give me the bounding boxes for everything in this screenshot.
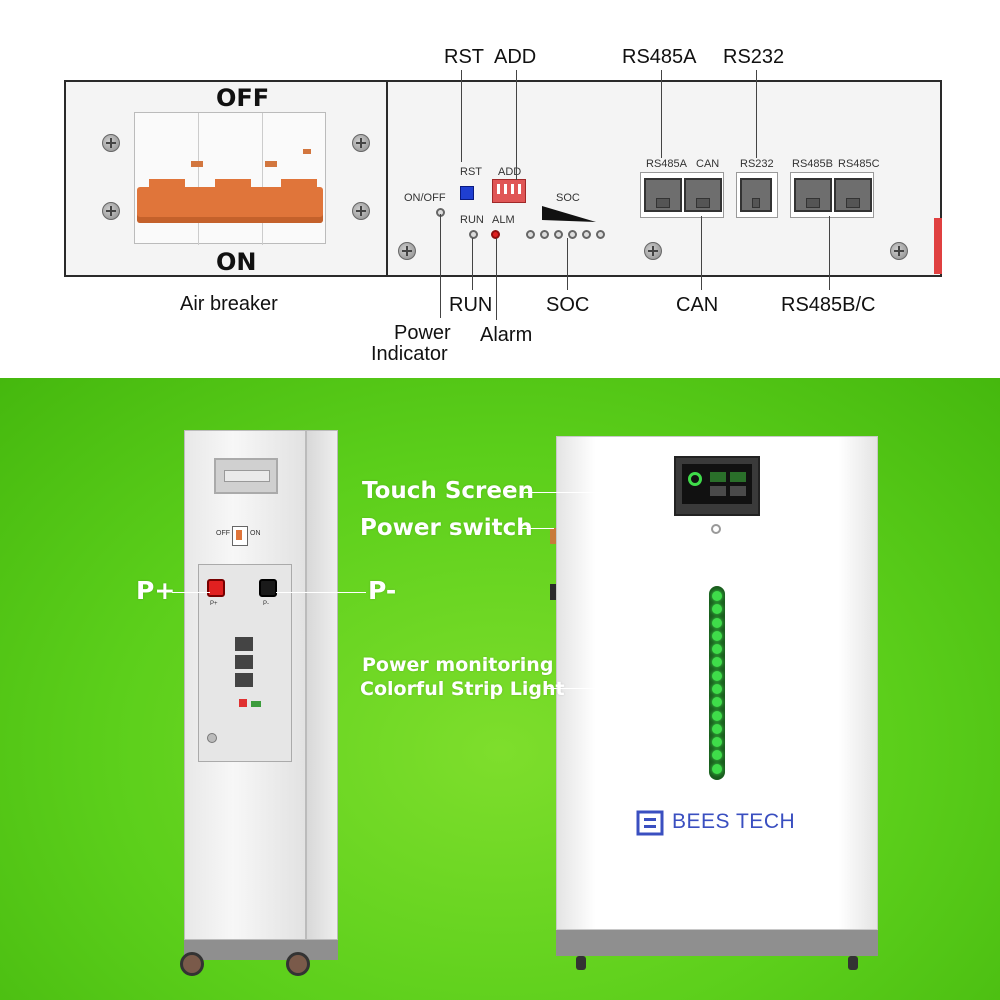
strip-led (712, 697, 722, 708)
can-port[interactable] (684, 178, 722, 212)
negative-terminal[interactable] (259, 579, 277, 597)
callout-rs485bc: RS485B/C (781, 294, 876, 316)
strip-led (712, 763, 722, 774)
terminal-panel: P+ P- (198, 564, 292, 762)
soc-led (540, 230, 549, 239)
add-label: ADD (498, 166, 522, 178)
screw-icon (644, 242, 662, 260)
callout-monitoring-1: Power monitoring (362, 654, 554, 676)
control-panel: ON/OFF RST ADD RUN ALM SOC RS485A CAN RS… (386, 80, 942, 277)
soc-led (554, 230, 563, 239)
side-power-switch[interactable] (232, 526, 248, 546)
callout-touch-screen: Touch Screen (362, 478, 534, 504)
on-off-label: ON/OFF (404, 192, 446, 204)
rst-button[interactable] (460, 186, 474, 200)
rs485a-label: RS485A (646, 158, 687, 170)
rst-label: RST (460, 166, 482, 178)
strip-led (712, 657, 722, 668)
screw-icon (352, 202, 370, 220)
breaker-lever[interactable] (137, 187, 323, 223)
screw-icon (102, 134, 120, 152)
breaker-panel: OFF ON (64, 80, 390, 277)
add-dip-switch[interactable] (492, 179, 526, 203)
side-switch-on-label: ON (250, 530, 261, 537)
soc-label: SOC (556, 192, 580, 204)
strip-led (712, 630, 722, 641)
soc-led (526, 230, 535, 239)
battery-side-view: OFF ON P+ P- (184, 430, 338, 960)
air-breaker-switch[interactable] (134, 112, 326, 245)
rs232-label: RS232 (740, 158, 774, 170)
positive-terminal[interactable] (207, 579, 225, 597)
soc-led (596, 230, 605, 239)
callout-power-switch: Power switch (360, 515, 533, 541)
negative-terminal-label: P- (263, 601, 269, 607)
callout-power-indicator-1: Power (394, 322, 451, 344)
screw-icon (890, 242, 908, 260)
positive-terminal-label: P+ (210, 601, 218, 607)
strip-led (712, 723, 722, 734)
product-showcase: OFF ON P+ P- P+ P- (0, 378, 1000, 1000)
screw-icon (102, 202, 120, 220)
bees-tech-logo-icon (636, 810, 664, 836)
callout-power-indicator-2: Indicator (371, 343, 448, 365)
callout-monitoring-2: Colorful Strip Light (360, 678, 565, 700)
soc-wedge-icon (542, 206, 596, 222)
strip-led (712, 737, 722, 748)
soc-led (568, 230, 577, 239)
strip-led (712, 710, 722, 721)
strip-led (712, 684, 722, 694)
alarm-led (491, 230, 500, 239)
alm-label: ALM (492, 214, 515, 226)
screw-icon (352, 134, 370, 152)
screw-icon (398, 242, 416, 260)
callout-rs485a: RS485A (622, 46, 697, 68)
breaker-off-label: OFF (216, 84, 270, 112)
can-label: CAN (696, 158, 720, 170)
strip-led (712, 591, 722, 601)
strip-led (712, 670, 722, 681)
battery-front-view: BEES TECH (550, 436, 878, 970)
air-breaker-caption: Air breaker (180, 293, 278, 315)
run-label: RUN (460, 214, 484, 226)
callout-rs232: RS232 (723, 46, 785, 68)
side-switch-off-label: OFF (216, 530, 230, 537)
strip-led (712, 750, 722, 761)
led-strip-lights (711, 590, 723, 776)
breaker-on-label: ON (216, 248, 257, 276)
handle (214, 458, 278, 494)
callout-negative: P- (368, 576, 397, 605)
strip-led (712, 617, 722, 628)
rs485b-port[interactable] (794, 178, 832, 212)
rs485c-label: RS485C (838, 158, 880, 170)
callout-alarm: Alarm (480, 324, 533, 346)
wheel-icon (286, 952, 310, 976)
brand-name: BEES TECH (672, 810, 796, 833)
front-power-button[interactable] (711, 524, 721, 534)
wheel-icon (180, 952, 204, 976)
rs485b-label: RS485B (792, 158, 833, 170)
callout-rst: RST (444, 46, 484, 68)
run-led (469, 230, 478, 239)
callout-positive: P+ (136, 576, 176, 605)
callout-run: RUN (449, 294, 493, 316)
strip-led (712, 604, 722, 615)
rs232-port[interactable] (740, 178, 772, 212)
interface-diagram: OFF ON Air breaker ON/OFF RST ADD (0, 0, 1000, 378)
soc-led (582, 230, 591, 239)
rs485a-port[interactable] (644, 178, 682, 212)
touch-screen[interactable] (674, 456, 760, 516)
strip-led (712, 644, 722, 655)
callout-add: ADD (494, 46, 537, 68)
callout-soc: SOC (546, 294, 590, 316)
rs485c-port[interactable] (834, 178, 872, 212)
callout-can: CAN (676, 294, 719, 316)
